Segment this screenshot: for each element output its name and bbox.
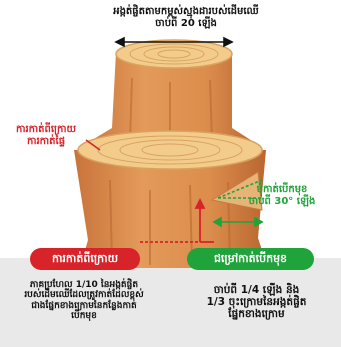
diameter-caption-line2: ចាប់ពី 20 ឡើង [155,17,217,29]
lower-trunk [74,150,268,268]
lower-cut-badge: ការកាត់ពីក្រោយ [30,248,140,270]
notch-angle-label-line1: មុំកាត់បើកមុខ [256,184,308,195]
notch-depth-description: ចាប់ពី 1/4 ឡើង និង 1/3 ចុះក្រោមនៃអង្កត់ផ… [172,284,341,320]
notch-angle-marker [217,179,263,199]
lower-cut-label: ការកាត់ពីក្រោយ ការកាត់ផ្ទៃ [6,124,86,147]
lower-cut-label-line1: ការកាត់ពីក្រោយ [15,124,77,135]
lower-cut-description-line4: បើកមុខ [71,311,97,322]
lower-cut-description-line2: របស់ដើមឈើដែលត្រូវកាត់ដែលខ្ពស់ [24,290,144,301]
lower-cut-description: ភាគប្រហែល 1/10 នៃអង្កត់ផ្ចិត របស់ដើមឈើដែ… [0,280,168,321]
notch-angle-label: មុំកាត់បើកមុខ ចាប់ពី 30° ឡើង [232,184,332,207]
notch-depth-description-line3: ផ្នែកខាងក្រោម [228,308,285,321]
lower-growth-rings [97,135,243,165]
lower-cut-pointer [85,139,101,151]
lower-cut-description-line1: ភាគប្រហែល 1/10 នៃអង្កត់ផ្ចិត [29,280,139,290]
top-growth-rings [129,43,219,65]
notch-depth-description-line2: 1/3 ចុះក្រោមនៃអង្កត់ផ្ចិត [206,296,307,309]
diameter-caption: អង្កត់ផ្ចិតតាមកម្ពស់ស្មុងដារបស់ដើមឈើ ចាប… [70,6,302,29]
notch-angle-label-line2: ចាប់ពី 30° ឡើង [248,195,316,207]
notch-depth-arrow [212,216,264,228]
bottom-band [0,258,341,347]
back-cut-height-marker [140,197,214,243]
notch-depth-description-line1: ចាប់ពី 1/4 ឡើង និង [213,284,300,296]
lower-cut-description-line3: ជាងផ្នែកខាងក្រោមនៃកន្លែងកាត់ [31,300,137,311]
top-cut-surface [115,39,233,69]
notch-depth-badge: ជម្រៅកាត់បើកមុខ [187,248,314,270]
lower-cut-surface [77,130,263,170]
diameter-caption-line1: អង្កត់ផ្ចិតតាមកម្ពស់ស្មុងដារបស់ដើមឈើ [113,6,259,17]
diameter-arrow [114,36,234,48]
lower-cut-label-line2: ការកាត់ផ្ទៃ [26,135,66,147]
